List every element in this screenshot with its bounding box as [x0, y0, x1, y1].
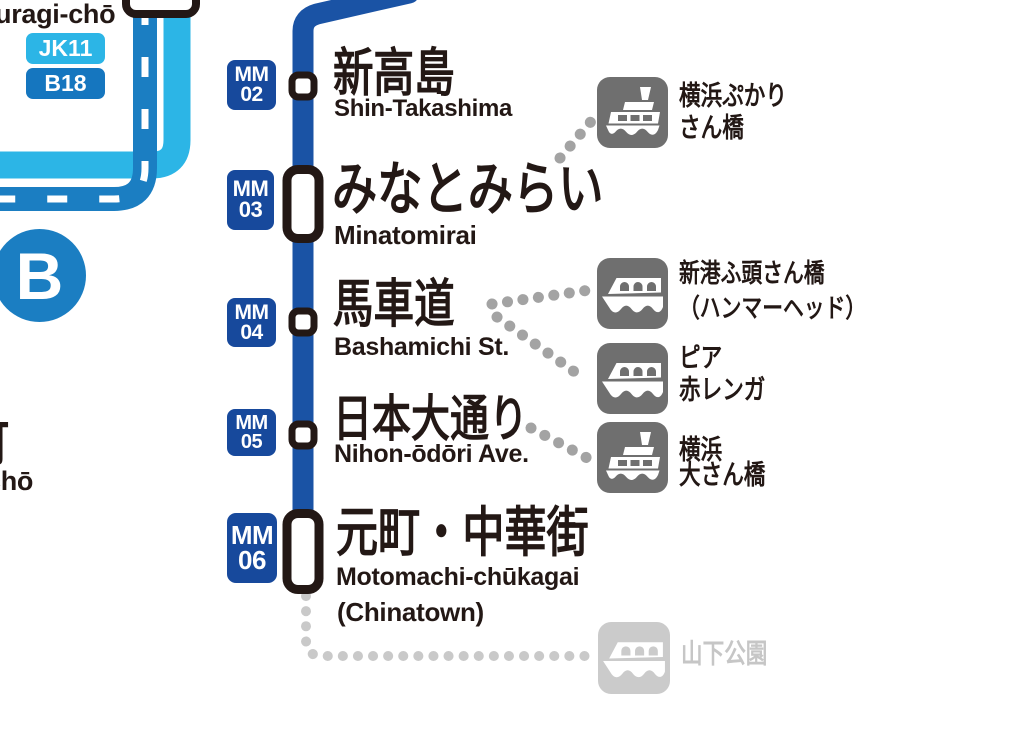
- badge-number: 06: [238, 545, 266, 575]
- badge-jk11: JK11: [26, 33, 105, 64]
- mm-line-path: [292, 0, 417, 559]
- station-badge-mm02: MM 02: [227, 60, 276, 110]
- pier-label: 大さん橋: [679, 460, 766, 490]
- station-name-en-shintakashima: Shin-Takashima: [334, 95, 513, 122]
- blue-line-symbol: B: [0, 229, 86, 322]
- pier-label: 赤レンガ: [679, 375, 766, 405]
- station-name-en-motomachi: Motomachi-chūkagai: [336, 563, 580, 591]
- badge-number: 04: [240, 320, 263, 344]
- ferry-pier-icon-yamashita: [598, 622, 670, 694]
- ferry-pier-icon-pukari: [597, 77, 668, 148]
- station-name-ja-motomachi: 元町・中華街: [336, 503, 589, 563]
- ferry-pier-icon-shinko: [597, 258, 668, 329]
- station-marker-mm06: [282, 509, 324, 594]
- badge-line-code: MM: [234, 63, 270, 87]
- station-note-chinatown: (Chinatown): [337, 597, 484, 627]
- connector-dots-shinko: [486, 284, 596, 310]
- badge-b18: B18: [26, 68, 105, 99]
- pier-label: ピア: [679, 343, 723, 373]
- connector-dots-akarenga: [491, 311, 592, 386]
- partial-station-kanji: 町: [0, 418, 9, 468]
- station-badge-mm05: MM 05: [227, 409, 276, 456]
- pier-label: 山下公園: [681, 639, 768, 669]
- station-name-ja-minatomirai: みなとみらい: [332, 157, 604, 222]
- station-badge-mm04: MM 04: [227, 298, 276, 347]
- sakuragicho-station-marker: [122, 0, 200, 18]
- station-badge-mm06: MM 06: [227, 513, 277, 583]
- subway-blue-line-dashes: [0, 0, 149, 203]
- station-marker-mm02: [288, 71, 318, 101]
- badge-line-code: MM: [235, 411, 268, 434]
- pier-label: 横浜ぷかり: [679, 81, 787, 111]
- badge-number: 03: [238, 197, 263, 222]
- station-name-ja-shintakashima: 新高島: [333, 45, 455, 103]
- station-name-en-nihonodori: Nihon-ōdōri Ave.: [334, 440, 529, 468]
- badge-number: 05: [240, 430, 263, 453]
- badge-number: 02: [240, 83, 263, 106]
- pier-label: さん橋: [679, 113, 744, 143]
- pier-label: 新港ふ頭さん橋: [679, 258, 825, 288]
- station-name-ja-bashamichi: 馬車道: [333, 276, 455, 334]
- badge-line-code: MM: [230, 520, 274, 551]
- pier-label: 横浜: [679, 435, 723, 465]
- station-marker-mm03: [282, 165, 324, 243]
- ferry-pier-icon-akarenga: [597, 343, 668, 414]
- station-marker-mm05: [288, 420, 318, 450]
- connector-dots-yamashita: [301, 591, 595, 661]
- badge-line-code: MM: [232, 176, 269, 202]
- station-name-en-bashamichi: Bashamichi St.: [334, 333, 510, 361]
- station-badge-mm03: MM 03: [227, 170, 274, 230]
- station-name-en-minatomirai: Minatomirai: [334, 220, 477, 250]
- partial-station-label-sakuragicho: uragi-chō: [0, 0, 116, 29]
- ferry-pier-icon-osanbashi: [597, 422, 668, 493]
- partial-station-romaji: chō: [0, 466, 34, 496]
- pier-label: （ハンマーヘッド）: [679, 293, 867, 323]
- badge-line-code: MM: [234, 300, 270, 324]
- connector-dots-osanbashi: [525, 422, 595, 465]
- station-marker-mm04: [288, 307, 318, 337]
- station-name-ja-nihonodori: 日本大通り: [333, 391, 528, 447]
- connector-dots-pukari: [554, 112, 600, 164]
